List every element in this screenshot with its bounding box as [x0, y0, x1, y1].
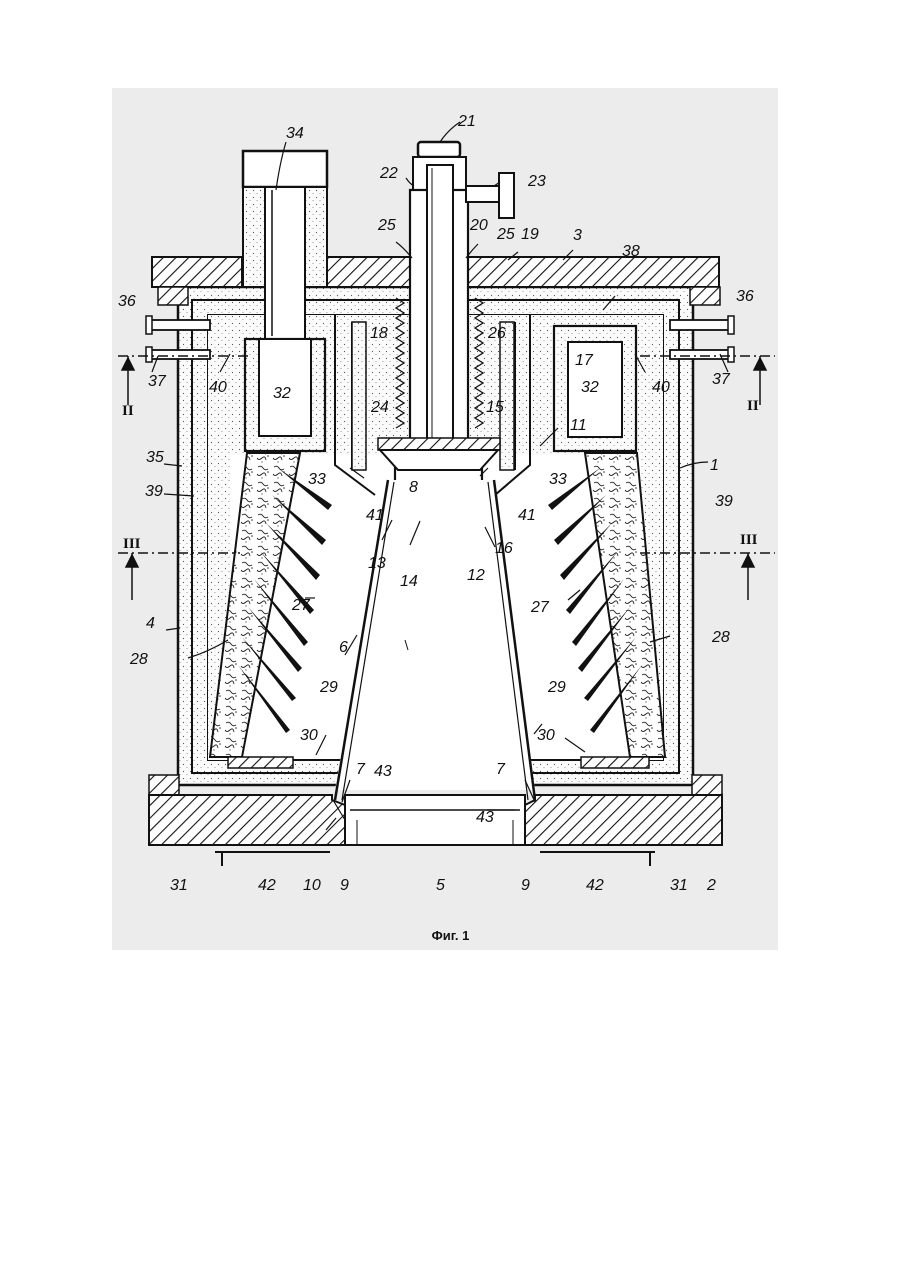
section-iii-right: III	[740, 532, 758, 548]
label-30-right: 30	[537, 727, 555, 744]
label-14: 14	[400, 573, 418, 590]
label-37-right: 37	[712, 371, 731, 388]
label-38: 38	[622, 243, 640, 260]
section-ii-left: II	[122, 403, 134, 419]
label-42-right: 42	[586, 877, 604, 894]
label-7-right: 7	[496, 761, 506, 778]
label-40-right: 40	[652, 379, 670, 396]
label-9-right: 9	[521, 877, 530, 894]
label-8: 8	[409, 479, 418, 496]
label-21: 21	[457, 113, 476, 130]
label-17: 17	[575, 352, 594, 369]
label-10: 10	[303, 877, 321, 894]
label-28-left: 28	[129, 651, 148, 668]
label-1: 1	[710, 457, 719, 474]
label-33-left: 33	[308, 471, 326, 488]
label-29-left: 29	[319, 679, 338, 696]
label-16: 16	[495, 540, 513, 557]
label-32-left: 32	[273, 385, 291, 402]
label-12: 12	[467, 567, 485, 584]
label-31-left: 31	[170, 877, 188, 894]
label-25-right: 25	[496, 226, 515, 243]
label-4: 4	[146, 615, 155, 632]
label-29-right: 29	[547, 679, 566, 696]
label-26: 26	[487, 325, 506, 342]
label-22: 22	[379, 165, 398, 182]
label-41-right: 41	[518, 507, 536, 524]
section-ii-right: II	[747, 398, 759, 414]
label-11: 11	[570, 417, 587, 434]
label-6: 6	[339, 639, 348, 656]
label-30-left: 30	[300, 727, 318, 744]
label-32-right: 32	[581, 379, 599, 396]
label-9-left: 9	[340, 877, 349, 894]
label-7-left: 7	[356, 761, 366, 778]
label-5: 5	[436, 877, 445, 894]
label-18: 18	[370, 325, 388, 342]
label-36-right: 36	[736, 288, 754, 305]
figure-caption: Фиг. 1	[0, 928, 901, 943]
label-36-left: 36	[118, 293, 136, 310]
label-41-left: 41	[366, 507, 384, 524]
label-42-left: 42	[258, 877, 276, 894]
label-20: 20	[469, 217, 488, 234]
section-iii-left: III	[123, 536, 141, 552]
label-35: 35	[146, 449, 164, 466]
label-25-left: 25	[377, 217, 396, 234]
label-40-left: 40	[209, 379, 227, 396]
label-28-right: 28	[711, 629, 730, 646]
label-2: 2	[706, 877, 716, 894]
label-23: 23	[527, 173, 546, 190]
label-19: 19	[521, 226, 539, 243]
label-15: 15	[486, 399, 504, 416]
label-33-right: 33	[549, 471, 567, 488]
label-43-top: 43	[374, 763, 392, 780]
label-39-left: 39	[145, 483, 163, 500]
label-34: 34	[286, 125, 304, 142]
label-3: 3	[573, 227, 582, 244]
label-43-bottom: 43	[476, 809, 494, 826]
label-37-left: 37	[148, 373, 167, 390]
label-39-right: 39	[715, 493, 733, 510]
label-27-right: 27	[530, 599, 550, 616]
label-27-left: 27	[291, 597, 311, 614]
label-13: 13	[368, 555, 386, 572]
label-24: 24	[370, 399, 389, 416]
label-31-right: 31	[670, 877, 688, 894]
